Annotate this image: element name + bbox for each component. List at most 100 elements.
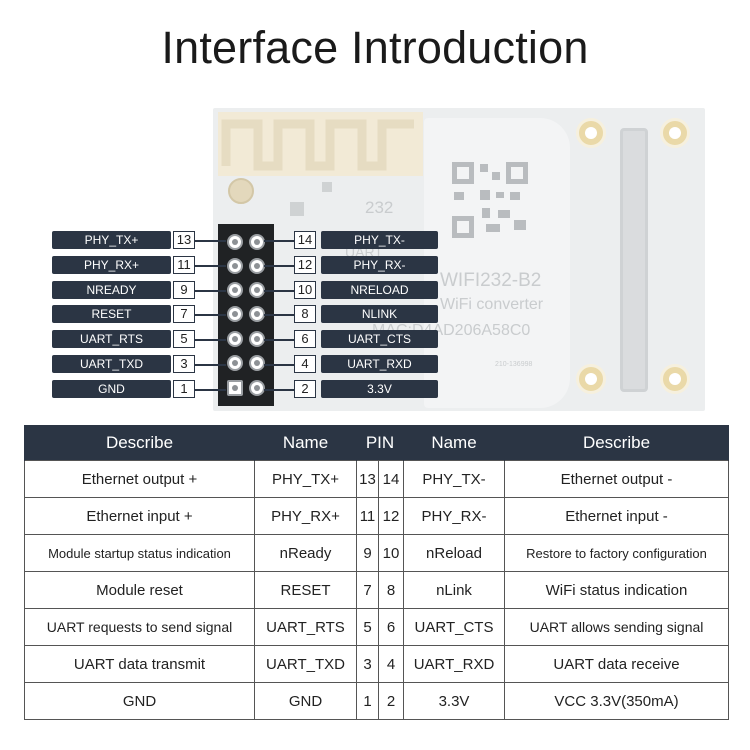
pin-label-right: 3.3V	[321, 380, 438, 398]
pin-label-right: UART_CTS	[321, 330, 438, 348]
describe-cell: UART data receive	[504, 645, 729, 683]
name-cell: UART_TXD	[254, 645, 357, 683]
table-row: Module reset RESET 7 8 nLink WiFi status…	[24, 571, 729, 609]
table-row: UART requests to send signal UART_RTS 5 …	[24, 608, 729, 646]
pin-13-icon	[227, 234, 243, 250]
pin-number-left: 9	[173, 281, 195, 299]
name-cell: PHY_RX+	[254, 497, 357, 535]
pin-label-right: UART_RXD	[321, 355, 438, 373]
cert-text: 210-136998	[495, 361, 533, 368]
pin-cell: 5	[356, 608, 379, 646]
pin-leader-line	[264, 339, 294, 341]
name-cell: UART_CTS	[403, 608, 505, 646]
board-slot	[620, 128, 648, 392]
pin-cell: 9	[356, 534, 379, 572]
describe-cell: Module reset	[24, 571, 255, 609]
pin-cell: 14	[378, 460, 404, 498]
table-row: Module startup status indication nReady …	[24, 534, 729, 572]
pin-cell: 3	[356, 645, 379, 683]
pin-table: Describe Name PIN Name Describe Ethernet…	[24, 425, 729, 720]
pin-label-left: PHY_TX+	[52, 231, 171, 249]
name-cell: UART_RTS	[254, 608, 357, 646]
describe-cell: Ethernet output -	[504, 460, 729, 498]
pin-10-icon	[249, 282, 265, 298]
column-header-pin: PIN	[356, 425, 404, 461]
pin-cell: 7	[356, 571, 379, 609]
pin-11-icon	[227, 258, 243, 274]
pin-label-left: UART_RTS	[52, 330, 171, 348]
smd-component	[322, 182, 332, 192]
pin-cell: 1	[356, 682, 379, 720]
pin-12-icon	[249, 258, 265, 274]
pin-number-right: 14	[294, 231, 316, 249]
pin-cell: 4	[378, 645, 404, 683]
describe-cell: Ethernet input +	[24, 497, 255, 535]
table-row: GND GND 1 2 3.3V VCC 3.3V(350mA)	[24, 682, 729, 720]
pin-label-right: PHY_RX-	[321, 256, 438, 274]
pin-leader-line	[195, 314, 226, 316]
name-cell: nReload	[403, 534, 505, 572]
describe-cell: VCC 3.3V(350mA)	[504, 682, 729, 720]
name-cell: 3.3V	[403, 682, 505, 720]
describe-cell: Restore to factory configuration	[504, 534, 729, 572]
qr-code-icon	[452, 162, 528, 238]
page-title: Interface Introduction	[161, 22, 589, 73]
pin-leader-line	[195, 364, 226, 366]
pin-leader-line	[264, 265, 294, 267]
pin-14-icon	[249, 234, 265, 250]
name-cell: PHY_RX-	[403, 497, 505, 535]
pcb-antenna	[218, 112, 423, 176]
pin-leader-line	[264, 364, 294, 366]
pin-3-icon	[227, 355, 243, 371]
describe-cell: GND	[24, 682, 255, 720]
pin-leader-line	[195, 290, 226, 292]
pin-cell: 13	[356, 460, 379, 498]
pin-number-right: 2	[294, 380, 316, 398]
pin-1-icon	[227, 380, 243, 396]
pin-leader-line	[264, 389, 294, 391]
pin-label-right: NLINK	[321, 305, 438, 323]
pin-6-icon	[249, 331, 265, 347]
describe-cell: Ethernet output +	[24, 460, 255, 498]
describe-cell: Ethernet input -	[504, 497, 729, 535]
name-cell: PHY_TX-	[403, 460, 505, 498]
name-cell: PHY_TX+	[254, 460, 357, 498]
silkscreen-text: 232	[365, 198, 394, 217]
name-cell: GND	[254, 682, 357, 720]
pin-9-icon	[227, 282, 243, 298]
pin-header	[218, 224, 274, 406]
pin-number-left: 1	[173, 380, 195, 398]
pin-cell: 10	[378, 534, 404, 572]
pin-leader-line	[195, 339, 226, 341]
pin-leader-line	[264, 290, 294, 292]
pin-number-left: 13	[173, 231, 195, 249]
pin-number-left: 3	[173, 355, 195, 373]
pin-number-right: 12	[294, 256, 316, 274]
describe-cell: UART allows sending signal	[504, 608, 729, 646]
pin-label-left: RESET	[52, 305, 171, 323]
table-row: Ethernet input + PHY_RX+ 11 12 PHY_RX- E…	[24, 497, 729, 535]
pin-label-left: GND	[52, 380, 171, 398]
pin-number-right: 10	[294, 281, 316, 299]
pin-cell: 12	[378, 497, 404, 535]
describe-cell: UART requests to send signal	[24, 608, 255, 646]
pin-5-icon	[227, 331, 243, 347]
column-header-name: Name	[254, 425, 357, 461]
rf-shield	[424, 118, 570, 408]
pin-number-left: 11	[173, 256, 195, 274]
describe-cell: UART data transmit	[24, 645, 255, 683]
name-cell: RESET	[254, 571, 357, 609]
pin-leader-line	[195, 240, 226, 242]
pin-label-left: NREADY	[52, 281, 171, 299]
pin-number-right: 8	[294, 305, 316, 323]
pin-cell: 11	[356, 497, 379, 535]
pin-2-icon	[249, 380, 265, 396]
mounting-hole-icon	[576, 364, 606, 394]
table-row: Ethernet output + PHY_TX+ 13 14 PHY_TX- …	[24, 460, 729, 498]
pin-cell: 6	[378, 608, 404, 646]
mounting-hole-icon	[660, 364, 690, 394]
pin-8-icon	[249, 306, 265, 322]
describe-cell: WiFi status indication	[504, 571, 729, 609]
column-header-describe: Describe	[24, 425, 255, 461]
mounting-hole-icon	[660, 118, 690, 148]
